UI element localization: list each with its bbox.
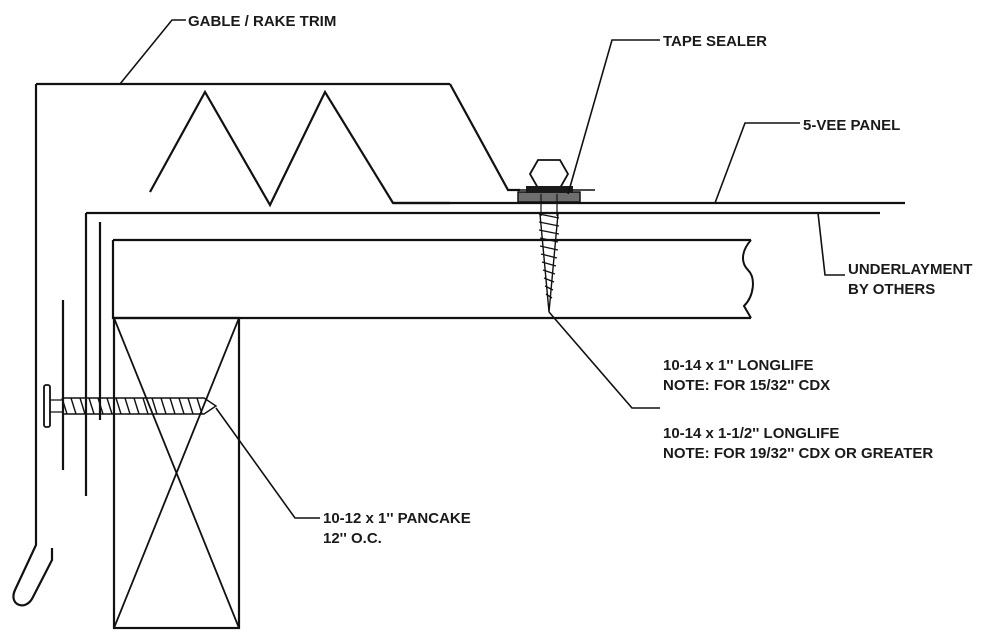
leader-pancake <box>215 407 320 519</box>
label-pancake-line2: 12'' O.C. <box>323 530 382 547</box>
label-underlayment-line1: UNDERLAYMENT <box>848 261 972 278</box>
leader-longlife <box>548 311 660 409</box>
tape-sealer <box>517 191 581 203</box>
label-longlife-long-line1: 10-14 x 1-1/2'' LONGLIFE <box>663 425 839 442</box>
label-panel: 5-VEE PANEL <box>803 117 900 134</box>
leader-gable-rake-trim <box>119 19 186 85</box>
leader-tape-sealer <box>567 39 660 195</box>
leader-lines <box>119 19 845 519</box>
underlayment <box>84 211 880 496</box>
leader-underlayment <box>817 212 845 276</box>
rafter-section <box>112 316 241 630</box>
pancake-screw <box>43 384 218 428</box>
label-underlayment-line2: BY OTHERS <box>848 281 935 298</box>
label-gable-rake-trim: GABLE / RAKE TRIM <box>188 13 336 30</box>
leader-panel <box>714 122 800 204</box>
longlife-screw <box>526 159 573 313</box>
label-pancake-line1: 10-12 x 1'' PANCAKE <box>323 510 471 527</box>
deck-board <box>111 238 754 320</box>
label-longlife-short-line2: NOTE: FOR 15/32'' CDX <box>663 377 830 394</box>
gable-rake-trim <box>12 82 450 607</box>
label-tape-sealer: TAPE SEALER <box>663 33 767 50</box>
label-longlife-long-line2: NOTE: FOR 19/32'' CDX OR GREATER <box>663 445 933 462</box>
label-longlife-short-line1: 10-14 x 1'' LONGLIFE <box>663 357 814 374</box>
